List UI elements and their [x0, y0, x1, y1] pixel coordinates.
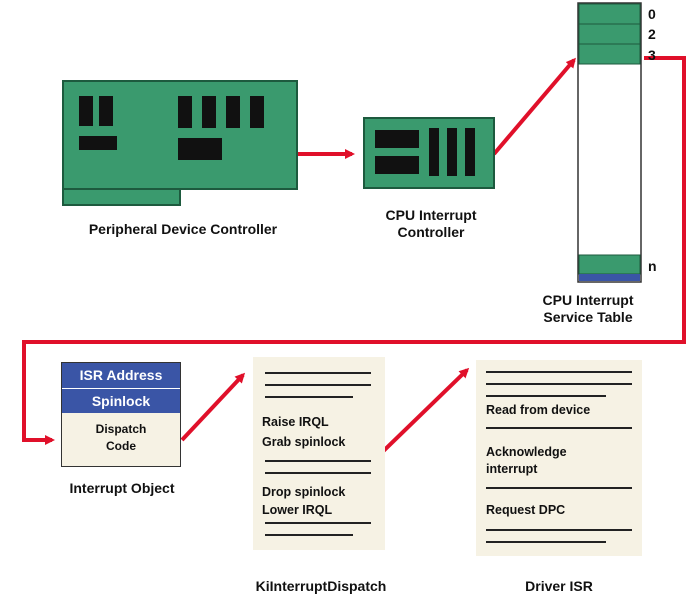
ist-index-2: 2 [648, 26, 656, 42]
ist-label-line1: CPU Interrupt [542, 292, 634, 308]
driver-isr-document: Read from device Acknowledge interrupt R… [476, 360, 642, 556]
ist-index-n: n [648, 258, 657, 274]
dispatch-code-line2: Code [106, 439, 136, 453]
ist-entry-0 [578, 3, 641, 25]
isr-step-request-dpc: Request DPC [486, 503, 566, 517]
ki-dispatch-document: Raise IRQL Grab spinlock Drop spinlock L… [253, 357, 385, 550]
cpu-interrupt-controller [363, 117, 495, 189]
dispatch-step-lower-irql: Lower IRQL [262, 503, 333, 517]
ist-entry-3 [578, 43, 641, 65]
ist-entry-2 [578, 23, 641, 45]
ist-index-0: 0 [648, 6, 656, 22]
isr-step-acknowledge: Acknowledge [486, 445, 567, 459]
ist-label-line2: Service Table [543, 309, 633, 325]
ist-index-3: 3 [648, 47, 656, 63]
cpu-controller-label-line1: CPU Interrupt [385, 207, 477, 223]
cpu-controller-label-line2: Controller [397, 224, 465, 240]
device-controller-label: Peripheral Device Controller [88, 221, 278, 237]
dispatch-code-field: Dispatch Code [62, 413, 180, 455]
device-controller-board [62, 80, 298, 206]
spinlock-field: Spinlock [62, 389, 180, 413]
ist-entry-last [579, 274, 640, 281]
interrupt-object: ISR Address Spinlock Dispatch Code [61, 362, 181, 467]
isr-address-field: ISR Address [62, 363, 180, 389]
dispatch-code-line1: Dispatch [95, 422, 147, 436]
device-chips [79, 96, 264, 160]
ist-entry-n [578, 254, 641, 275]
arrow-object-to-dispatch [180, 372, 246, 442]
dispatch-step-drop-spinlock: Drop spinlock [262, 485, 346, 499]
driver-isr-label: Driver ISR [525, 578, 593, 594]
isr-step-interrupt: interrupt [486, 462, 538, 476]
dispatch-step-raise-irql: Raise IRQL [262, 415, 329, 429]
dispatch-step-grab-spinlock: Grab spinlock [262, 435, 346, 449]
arrow-dispatch-to-isr [368, 367, 470, 466]
interrupt-object-label: Interrupt Object [69, 480, 175, 496]
interrupt-service-table [577, 2, 642, 283]
arrow-controller-to-ist [492, 57, 576, 156]
ki-dispatch-label: KiInterruptDispatch [255, 578, 387, 594]
isr-step-read-device: Read from device [486, 403, 591, 417]
arrow-ist-to-interrupt-object [22, 56, 686, 445]
